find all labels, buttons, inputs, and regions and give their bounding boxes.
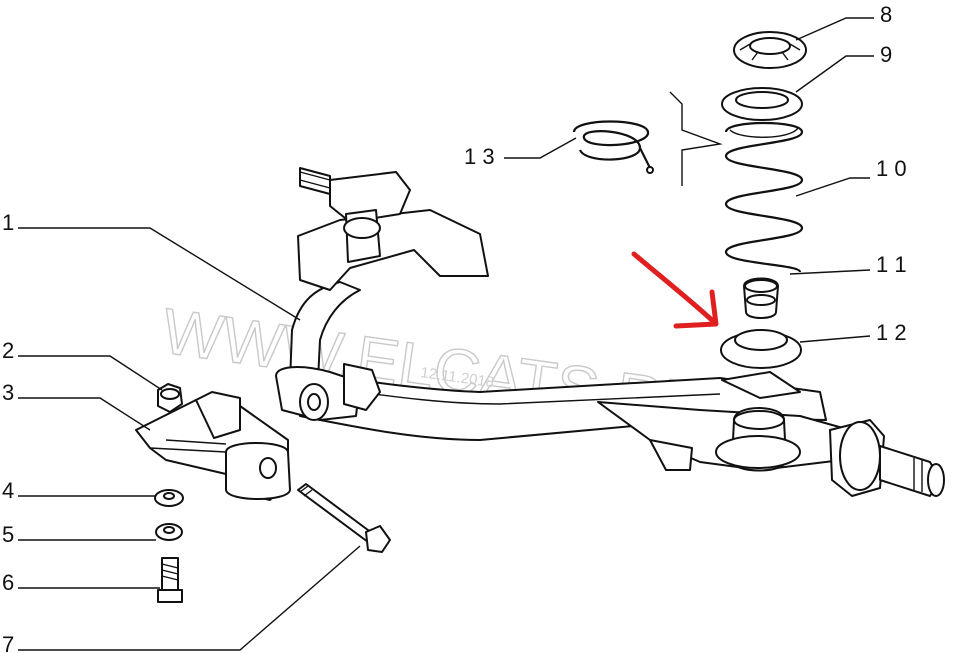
- lower-insulator: [720, 329, 802, 369]
- callout-1: 1: [2, 210, 14, 235]
- axle-beam: [275, 167, 945, 497]
- red-arrow-annotation: [631, 251, 719, 329]
- coil-spring: [724, 121, 804, 274]
- upper-mount: [733, 31, 807, 69]
- leader-lines: [18, 17, 874, 651]
- callout-13: 1 3: [464, 144, 495, 169]
- bump-stop: [743, 277, 779, 319]
- callout-12: 1 2: [876, 320, 907, 345]
- callout-2: 2: [2, 338, 14, 363]
- callout-5: 5: [2, 522, 14, 547]
- red-arrow-shaft: [631, 251, 717, 325]
- spring-washer: [155, 523, 183, 541]
- callout-9: 9: [880, 42, 892, 67]
- callout-6: 6: [2, 570, 14, 595]
- callout-7: 7: [2, 632, 14, 653]
- callout-11: 1 1: [876, 252, 907, 277]
- callout-10: 1 0: [876, 156, 907, 181]
- callout-4: 4: [2, 478, 14, 503]
- nut: [157, 383, 183, 413]
- upper-insulator: [721, 87, 803, 121]
- spring-clip: [572, 120, 654, 174]
- group-bracket: [669, 91, 723, 186]
- callout-3: 3: [2, 380, 14, 405]
- long-bolt: [297, 483, 391, 553]
- callout-8: 8: [880, 2, 892, 27]
- red-arrow-head: [673, 289, 719, 329]
- mounting-bracket: [135, 391, 291, 501]
- flat-washer: [154, 489, 184, 507]
- callout-labels: 1 2 3 4 5 6 7 8 9 1 0 1 1 1 2 1 3: [2, 2, 907, 653]
- screw: [157, 557, 183, 603]
